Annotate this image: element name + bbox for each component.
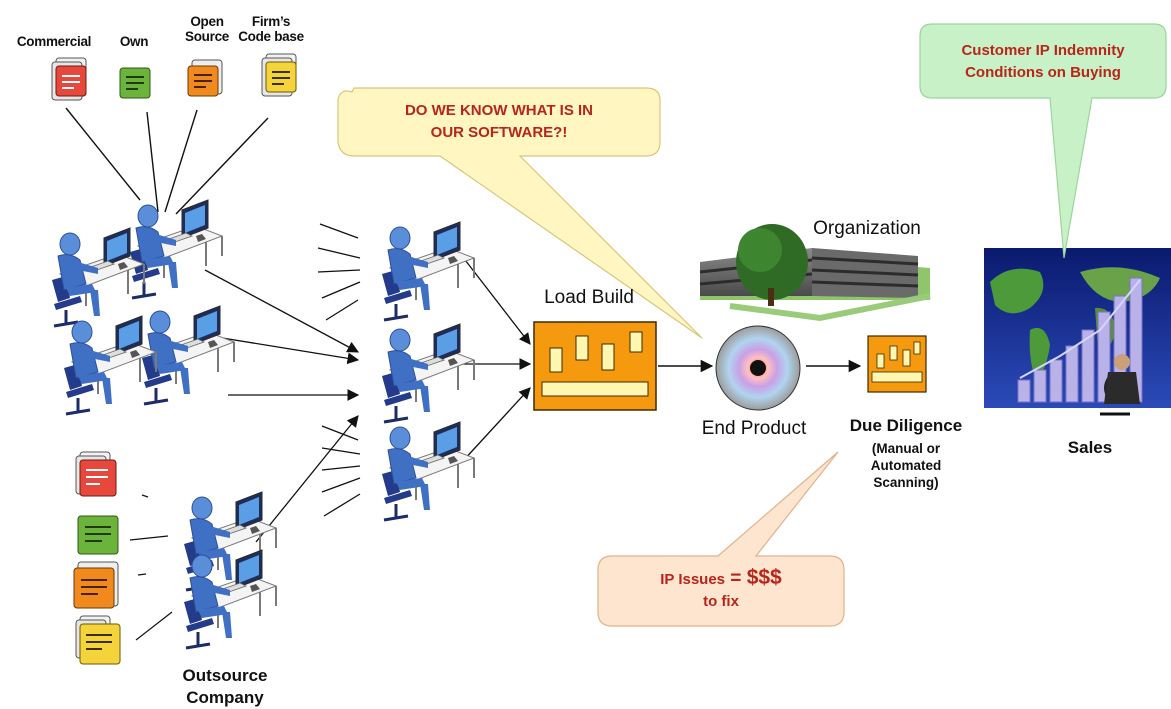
callout-customer-text: Customer IP Indemnity Conditions on Buyi… (961, 42, 1125, 81)
doc-icon-commercial (51, 57, 87, 101)
callout-ip-issues-bubble (597, 451, 845, 627)
due-diligence-icon (867, 335, 927, 393)
doc-icon-outsource-red (75, 451, 117, 497)
source-connectors (65, 107, 269, 215)
end-product-label: End Product (701, 418, 807, 439)
organization-building-icon (699, 224, 931, 322)
callout-know-bubble (337, 87, 703, 339)
developer-icon (62, 314, 158, 416)
equals-sign: = (725, 568, 747, 589)
source-label-own: Own (119, 34, 149, 49)
sales-label: Sales (1067, 438, 1113, 457)
load-build-label: Load Build (544, 287, 634, 308)
sales-world-map-image (984, 248, 1171, 416)
end-product-disc-icon (715, 325, 801, 411)
organization-label: Organization (813, 218, 921, 239)
due-diligence-label: Due Diligence (849, 416, 963, 435)
outsource-doc-connectors (129, 494, 173, 641)
team-member-icon (380, 420, 476, 522)
source-label-open-source: Open Source (185, 14, 229, 44)
cost-label: $$$ (746, 566, 782, 589)
doc-icon-outsource-orange (73, 561, 119, 609)
doc-icon-outsource-green (77, 515, 119, 555)
source-label-commercial: Commercial (16, 34, 92, 49)
doc-icon-own (119, 67, 151, 99)
source-label-firm-code-base: Firm’s Code base (238, 14, 304, 44)
load-build-icon (533, 321, 657, 411)
scanning-label: (Manual or Automated Scanning) (870, 441, 942, 490)
outsource-company-label: Outsource Company (182, 666, 268, 707)
callout-customer-bubble (919, 23, 1167, 259)
developer-icon (50, 226, 146, 328)
callout-ip-issues-text: IP Issues = $$$ to fix (600, 566, 842, 612)
callout-know-text: DO WE KNOW WHAT IS IN OUR SOFTWARE?! (404, 102, 594, 141)
doc-icon-firm-code-base (261, 53, 297, 97)
doc-icon-outsource-yellow (75, 615, 121, 665)
team-member-icon (380, 322, 476, 424)
doc-icon-open-source (187, 59, 223, 97)
ip-issues-label: IP Issues (660, 571, 726, 588)
team-member-icon (380, 220, 476, 322)
dev-to-team-arrows (204, 223, 361, 543)
to-fix-label: to fix (703, 593, 739, 610)
